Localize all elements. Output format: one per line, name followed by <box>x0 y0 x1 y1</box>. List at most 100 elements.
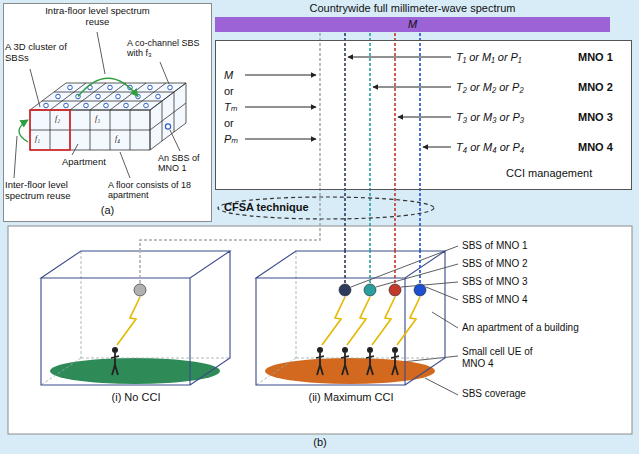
node-text: (a) <box>4 204 211 217</box>
operator-name: MNO 2 <box>578 81 613 94</box>
node-text: Pₘ <box>224 133 238 146</box>
node-text: or <box>224 117 234 130</box>
sbs-dot <box>168 85 173 90</box>
grid-line <box>54 92 174 93</box>
sbs-symbol <box>339 284 351 296</box>
apartment-cube: (i) No CCI <box>40 250 232 408</box>
text-slot: (ii) Maximum CCI <box>255 391 447 404</box>
callout-label: Intra-floor level spectrum reuse <box>45 6 150 28</box>
text-slot: M <box>224 69 233 82</box>
grid-line <box>30 130 150 131</box>
operator-name: MNO 4 <box>578 141 613 154</box>
label-slot: SBS of MNO 2 <box>462 258 528 270</box>
label-slot: Intra-floor level spectrum reuse <box>45 6 150 28</box>
text-slot: MNO 2 <box>578 81 613 94</box>
node-text: (ii) Maximum CCI <box>255 391 447 404</box>
text-slot: MNO 1 <box>578 51 613 64</box>
pointer-arrow <box>423 147 451 148</box>
grid-line <box>50 83 86 110</box>
node-text: Countrywide full millimeter-wave spectru… <box>215 2 610 15</box>
radio-link <box>322 297 345 345</box>
building-figure <box>14 32 186 178</box>
ue-head <box>317 347 323 353</box>
leader-line <box>402 356 458 362</box>
panel-ground <box>3 3 212 222</box>
sbs-stub <box>419 250 421 284</box>
callout-label: Inter-floor level spectrum reuse <box>5 180 103 202</box>
sbs-dot <box>156 94 161 99</box>
hidden-edge <box>81 358 230 359</box>
sbs-dot <box>56 94 61 99</box>
cci-management-box: MorTₘorPₘT₁ or M₁ or P₁MNO 1T₂ or M₂ or … <box>215 40 632 190</box>
callout-label: A 3D cluster of SBSs <box>5 42 67 64</box>
text-slot: Pₘ <box>224 133 238 146</box>
text-slot: or <box>224 85 234 98</box>
text-slot: M <box>215 18 610 31</box>
sbs-dot <box>84 103 89 108</box>
ue-head <box>342 347 348 353</box>
callout-label: SBS of MNO 3 <box>462 276 528 288</box>
radio-link <box>397 297 420 345</box>
frequency-label: f₃ <box>95 114 100 123</box>
node-text: or <box>224 85 234 98</box>
sbs-dot <box>144 103 149 108</box>
sbs-symbol <box>414 284 426 296</box>
ue-body <box>316 353 324 375</box>
frequency-label: f₄ <box>115 134 120 143</box>
label-slot: A co-channel SBS with f₃ <box>127 38 209 59</box>
ue-head <box>367 347 373 353</box>
label-slot: A floor consists of 18 apartment <box>108 180 208 201</box>
label-slot: f₁ <box>35 134 40 143</box>
building-face <box>30 83 186 150</box>
grid-line <box>66 83 186 84</box>
spectrum-link <box>394 33 396 250</box>
sbs-dot <box>96 94 101 99</box>
node-text: CFSA technique <box>224 201 309 214</box>
pointer-arrow <box>245 75 316 76</box>
hidden-edge <box>256 358 296 385</box>
label-slot: An SBS of MNO 1 <box>158 153 208 174</box>
sbs-dot <box>165 124 170 129</box>
leader-line <box>170 130 180 151</box>
box-ground <box>215 40 632 190</box>
node-text: T₁ or M₁ or P₁ <box>456 51 521 64</box>
sbs-symbol <box>389 284 401 296</box>
pointer-arrow <box>373 87 451 88</box>
callout-label: SBS of MNO 4 <box>462 294 528 306</box>
text-slot: MNO 4 <box>578 141 613 154</box>
label-slot: SBS coverage <box>462 388 526 400</box>
spectrum-bar: Countrywide full millimeter-wave spectru… <box>215 2 610 33</box>
text-slot: T₂ or M₂ or P₂ <box>456 81 524 94</box>
leader-line <box>376 264 458 287</box>
text-slot: (a) <box>4 204 211 217</box>
grid-line <box>150 83 186 110</box>
callout-label: A floor consists of 18 apartment <box>108 180 208 201</box>
leader-line <box>97 32 105 74</box>
callout-label: An apartment of a building <box>462 322 579 334</box>
node-text: (b) <box>8 436 632 449</box>
leader-line <box>120 152 130 178</box>
callout-label: A co-channel SBS with f₃ <box>127 38 209 59</box>
pointer-arrow <box>398 117 451 118</box>
node-text: M <box>215 18 610 31</box>
node-text: T₂ or M₂ or P₂ <box>456 81 524 94</box>
cube-edge <box>41 251 230 385</box>
ue-body <box>111 353 119 375</box>
cfsa-ellipse: CFSA technique <box>216 196 436 220</box>
panel-frame: (a) <box>3 3 212 222</box>
spectrum-link <box>419 33 421 250</box>
node-text: M <box>224 69 233 82</box>
sbs-dot <box>68 85 73 90</box>
pointer-arrow <box>348 57 451 58</box>
apartment-cube: (ii) Maximum CCI <box>255 250 447 408</box>
radio-link <box>347 297 370 345</box>
text-slot: T₁ or M₁ or P₁ <box>456 51 521 64</box>
callout-label: SBS of MNO 1 <box>462 240 528 252</box>
sbs-dot <box>64 103 69 108</box>
sbs-dot <box>116 94 121 99</box>
text-slot: (i) No CCI <box>40 391 232 404</box>
sbs-stub <box>369 250 371 284</box>
callout-label: SBS of MNO 2 <box>462 258 528 270</box>
grid-line <box>150 83 186 110</box>
